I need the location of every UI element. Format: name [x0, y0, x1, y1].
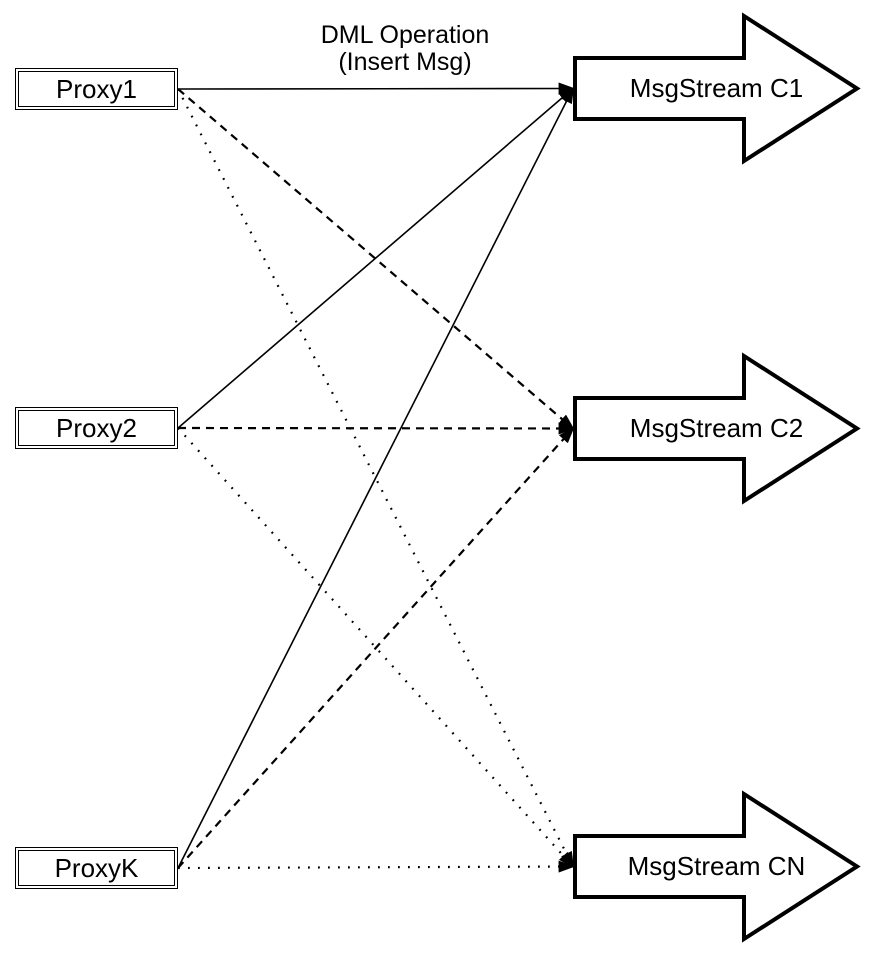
- connection-lines: [177, 88, 573, 869]
- connection-proxy1-c2: [177, 88, 573, 429]
- node-proxy2: Proxy2: [15, 407, 178, 449]
- node-proxy1: Proxy1: [15, 68, 178, 110]
- stream-arrow-c1: [573, 12, 861, 165]
- stream-arrow-c2: [573, 352, 861, 505]
- connection-proxy1-c1: [177, 89, 573, 90]
- connection-proxyk-c1: [177, 89, 573, 869]
- node-proxyk: ProxyK: [15, 847, 178, 889]
- connection-proxy2-c2: [177, 428, 573, 429]
- node-proxy2-label: Proxy2: [18, 410, 175, 446]
- connection-proxyk-c2: [177, 429, 573, 869]
- connection-proxy2-c1: [177, 89, 573, 429]
- diagram-title-line2: (Insert Msg): [338, 48, 472, 76]
- node-proxyk-label: ProxyK: [18, 850, 175, 886]
- diagram-title: DML Operation (Insert Msg): [255, 22, 555, 76]
- connection-proxyk-cn: [177, 867, 573, 869]
- diagram-title-line1: DML Operation: [320, 21, 490, 49]
- stream-arrow-cn: [573, 790, 861, 943]
- node-proxy1-label: Proxy1: [18, 71, 175, 107]
